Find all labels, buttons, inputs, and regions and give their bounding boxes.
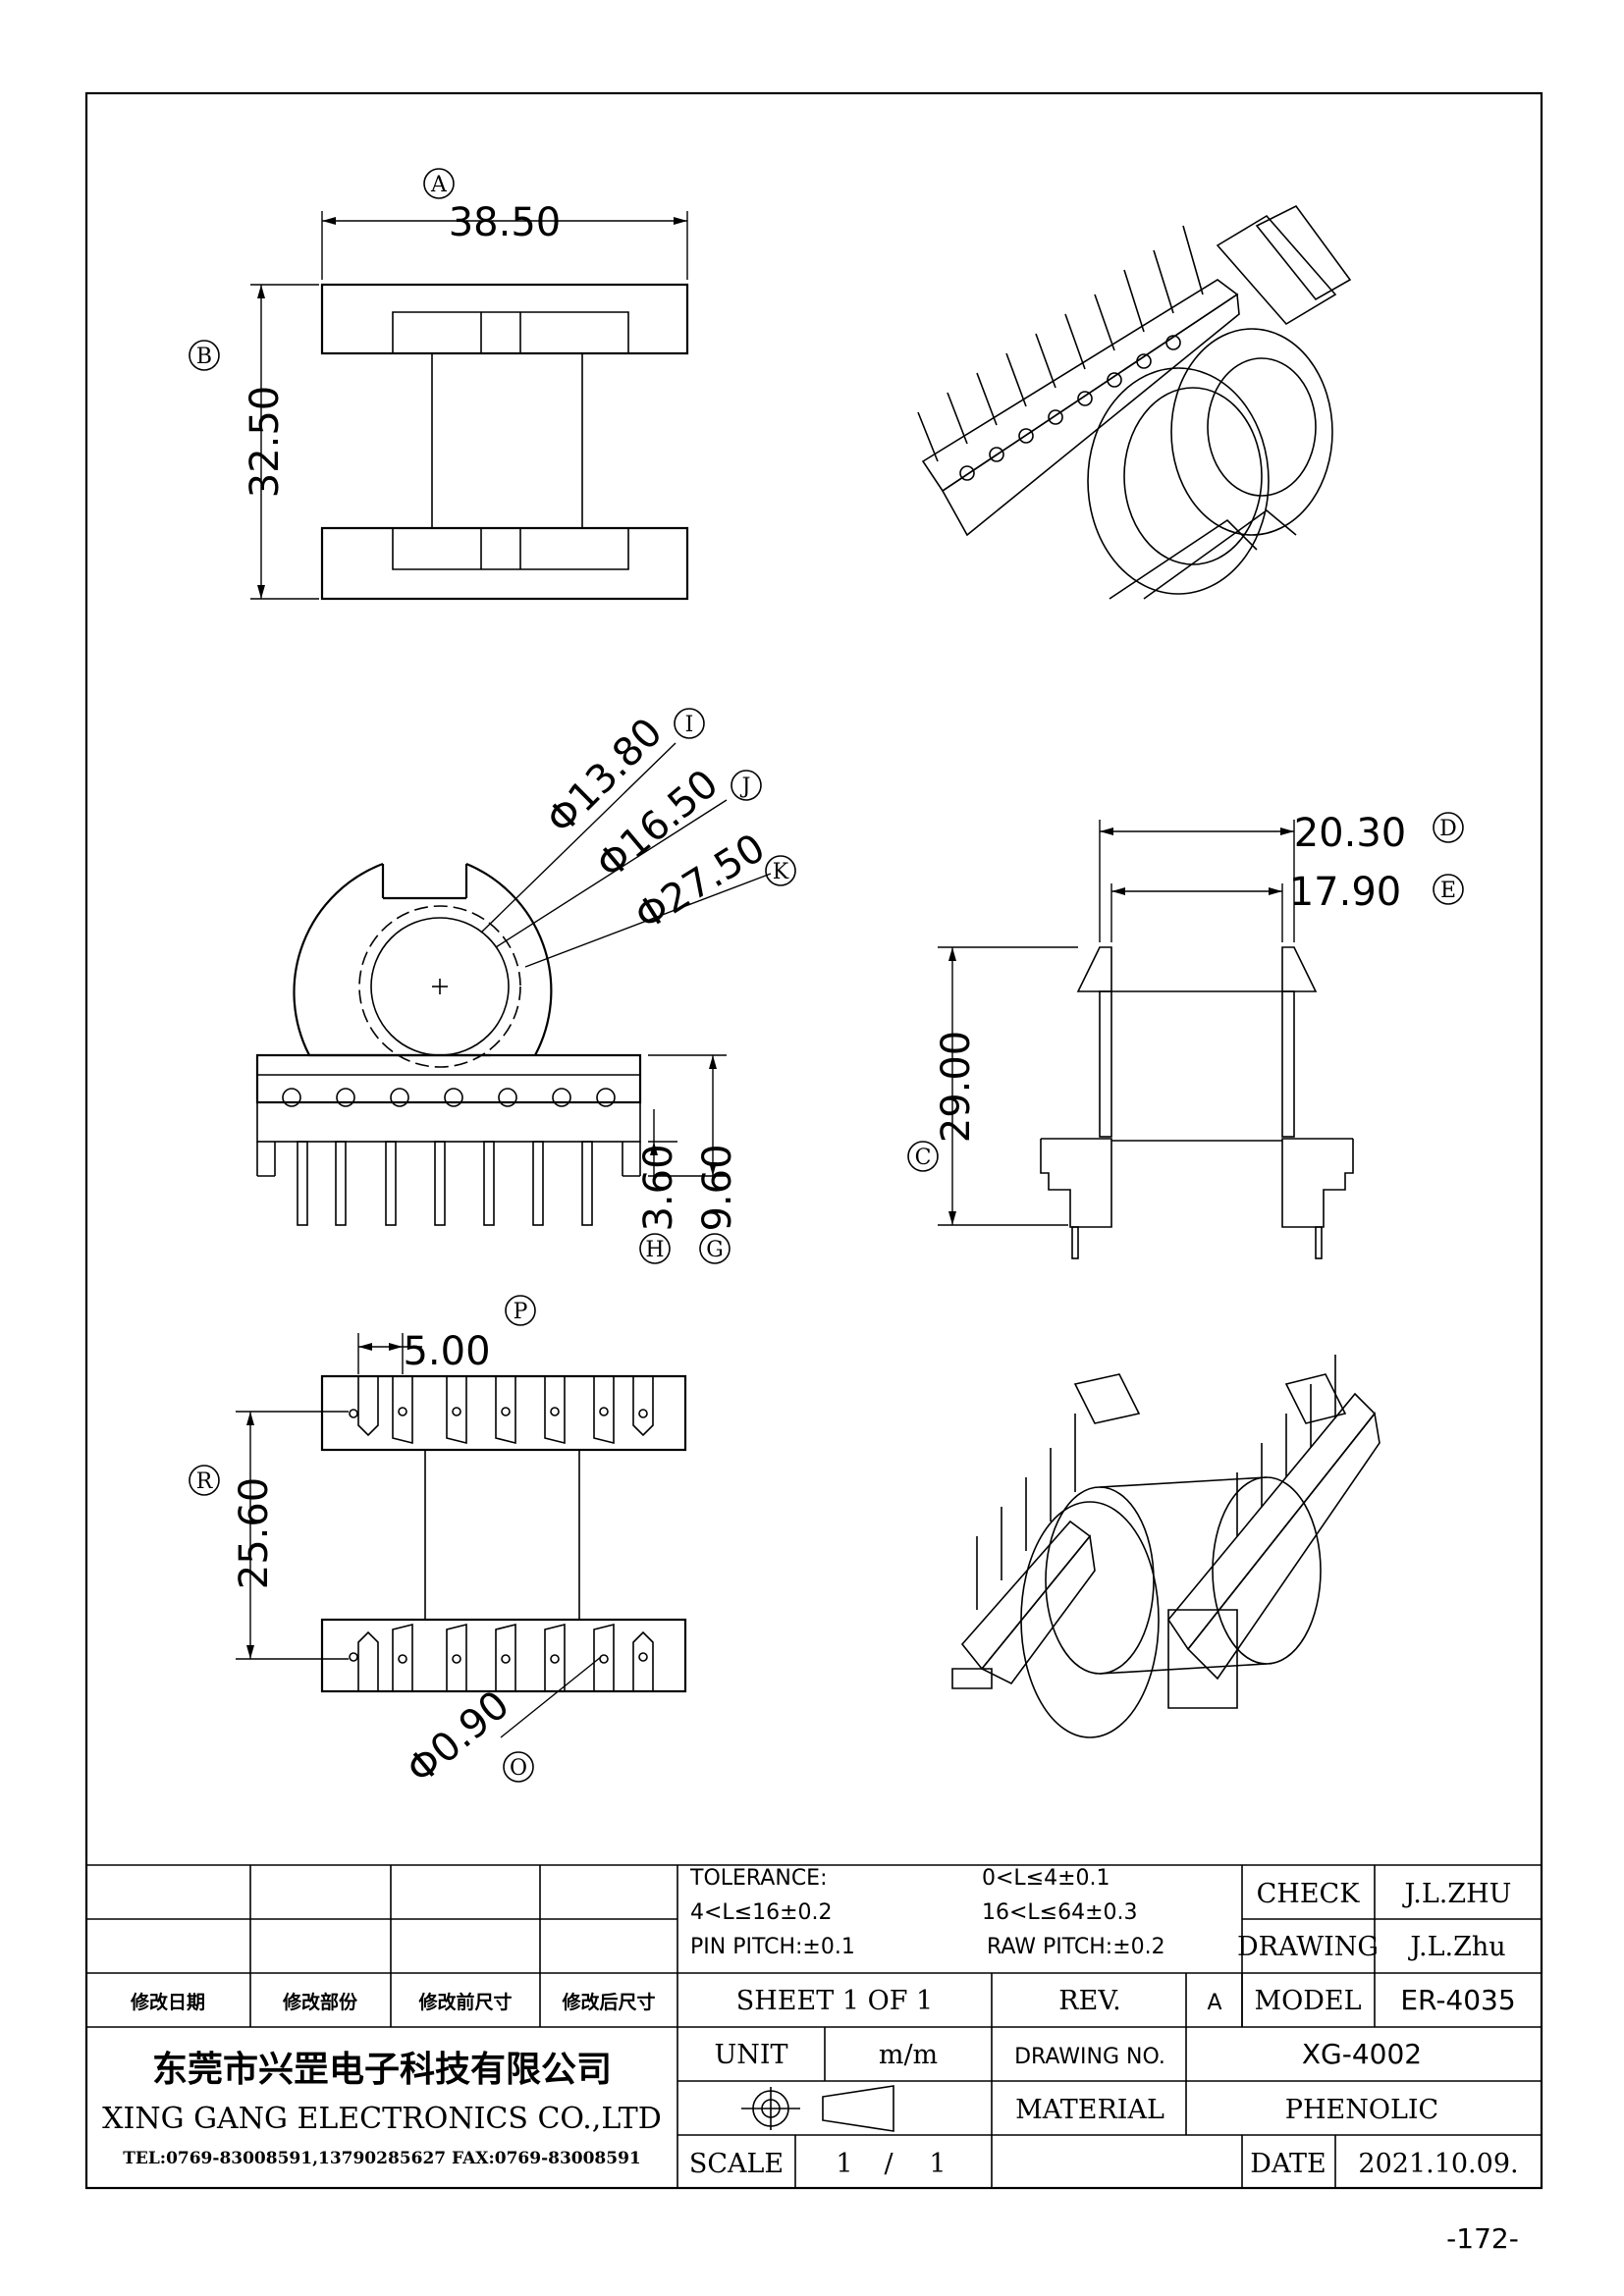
check-label: CHECK	[1257, 1879, 1361, 1909]
dim-p-label: P	[514, 1300, 528, 1324]
dim-o-label: O	[510, 1756, 527, 1781]
unit-value: m/m	[879, 2040, 938, 2070]
tolerance-1: 0<L≤4±0.1	[982, 1866, 1110, 1891]
date-value: 2021.10.09.	[1358, 2149, 1518, 2179]
dim-c-label: C	[915, 1146, 932, 1170]
tolerance-label: TOLERANCE:	[689, 1866, 828, 1891]
title-block	[86, 1864, 1542, 2188]
front-view	[189, 168, 689, 601]
company-name-cn: 东莞市兴罡电子科技有限公司	[152, 2050, 612, 2090]
dim-r-label: R	[196, 1469, 214, 1494]
scale-den: 1	[929, 2149, 946, 2179]
end-view	[255, 708, 796, 1264]
raw-pitch: RAW PITCH:±0.2	[987, 1935, 1165, 1959]
material-value: PHENOLIC	[1285, 2095, 1438, 2125]
model-value: ER-4035	[1400, 1984, 1515, 2016]
dim-r-value: 25.60	[232, 1477, 277, 1590]
side-view	[907, 812, 1464, 1259]
page-number: -172-	[1446, 2222, 1519, 2255]
model-label: MODEL	[1254, 1986, 1361, 2016]
dim-j-label: J	[740, 774, 751, 799]
dim-h-value: 3.60	[636, 1144, 681, 1231]
dim-p-value: 5.00	[403, 1329, 490, 1374]
dim-a-label: A	[430, 173, 448, 197]
rev-header-after: 修改后尺寸	[561, 1991, 655, 2013]
pin-pitch: PIN PITCH:±0.1	[690, 1935, 855, 1959]
company-name-en: XING GANG ELECTRONICS CO.,LTD	[102, 2102, 662, 2136]
check-value: J.L.ZHU	[1402, 1879, 1512, 1909]
isometric-view-bottom	[951, 1355, 1380, 1738]
dim-k-label: K	[773, 860, 789, 884]
date-label: DATE	[1250, 2149, 1326, 2179]
dim-i-label: I	[685, 713, 694, 737]
sheet-info: SHEET 1 OF 1	[736, 1986, 933, 2016]
scale-label: SCALE	[689, 2149, 784, 2179]
dim-h-label: H	[645, 1238, 664, 1262]
dim-b-value: 32.50	[243, 386, 288, 499]
rev-header-before: 修改前尺寸	[417, 1991, 512, 2013]
rev-header-part: 修改部份	[282, 1991, 358, 2013]
dim-g-value: 9.60	[695, 1144, 740, 1231]
dim-g-label: G	[706, 1238, 724, 1262]
isometric-view-top	[917, 204, 1352, 600]
dim-d-value: 20.30	[1294, 811, 1407, 856]
dim-e-value: 17.90	[1289, 870, 1402, 915]
scale-num: 1	[836, 2149, 852, 2179]
tolerance-2: 4<L≤16±0.2	[690, 1900, 833, 1925]
dim-c-value: 29.00	[934, 1031, 979, 1144]
scale-sep: /	[884, 2149, 893, 2179]
tolerance-3: 16<L≤64±0.3	[982, 1900, 1138, 1925]
rev-label: REV.	[1058, 1986, 1120, 2016]
drawing-no-value: XG-4002	[1302, 2038, 1422, 2070]
unit-label: UNIT	[714, 2040, 787, 2070]
sheet-border	[84, 91, 1543, 2190]
dim-d-label: D	[1439, 817, 1457, 841]
drawing-label: DRAWING	[1237, 1932, 1379, 1962]
drawing-no-label: DRAWING NO.	[1014, 2045, 1165, 2069]
material-label: MATERIAL	[1015, 2095, 1164, 2125]
rev-header-date: 修改日期	[130, 1991, 205, 2013]
bottom-view	[189, 1295, 687, 1783]
dim-e-label: E	[1440, 879, 1456, 903]
dim-b-label: B	[196, 345, 212, 369]
dim-o-value: Φ0.90	[399, 1682, 518, 1793]
company-tel: TEL:0769-83008591,13790285627 FAX:0769-8…	[123, 2149, 641, 2168]
drawing-value: J.L.Zhu	[1407, 1932, 1505, 1962]
rev-value: A	[1207, 1991, 1221, 2015]
dim-a-value: 38.50	[449, 200, 562, 245]
